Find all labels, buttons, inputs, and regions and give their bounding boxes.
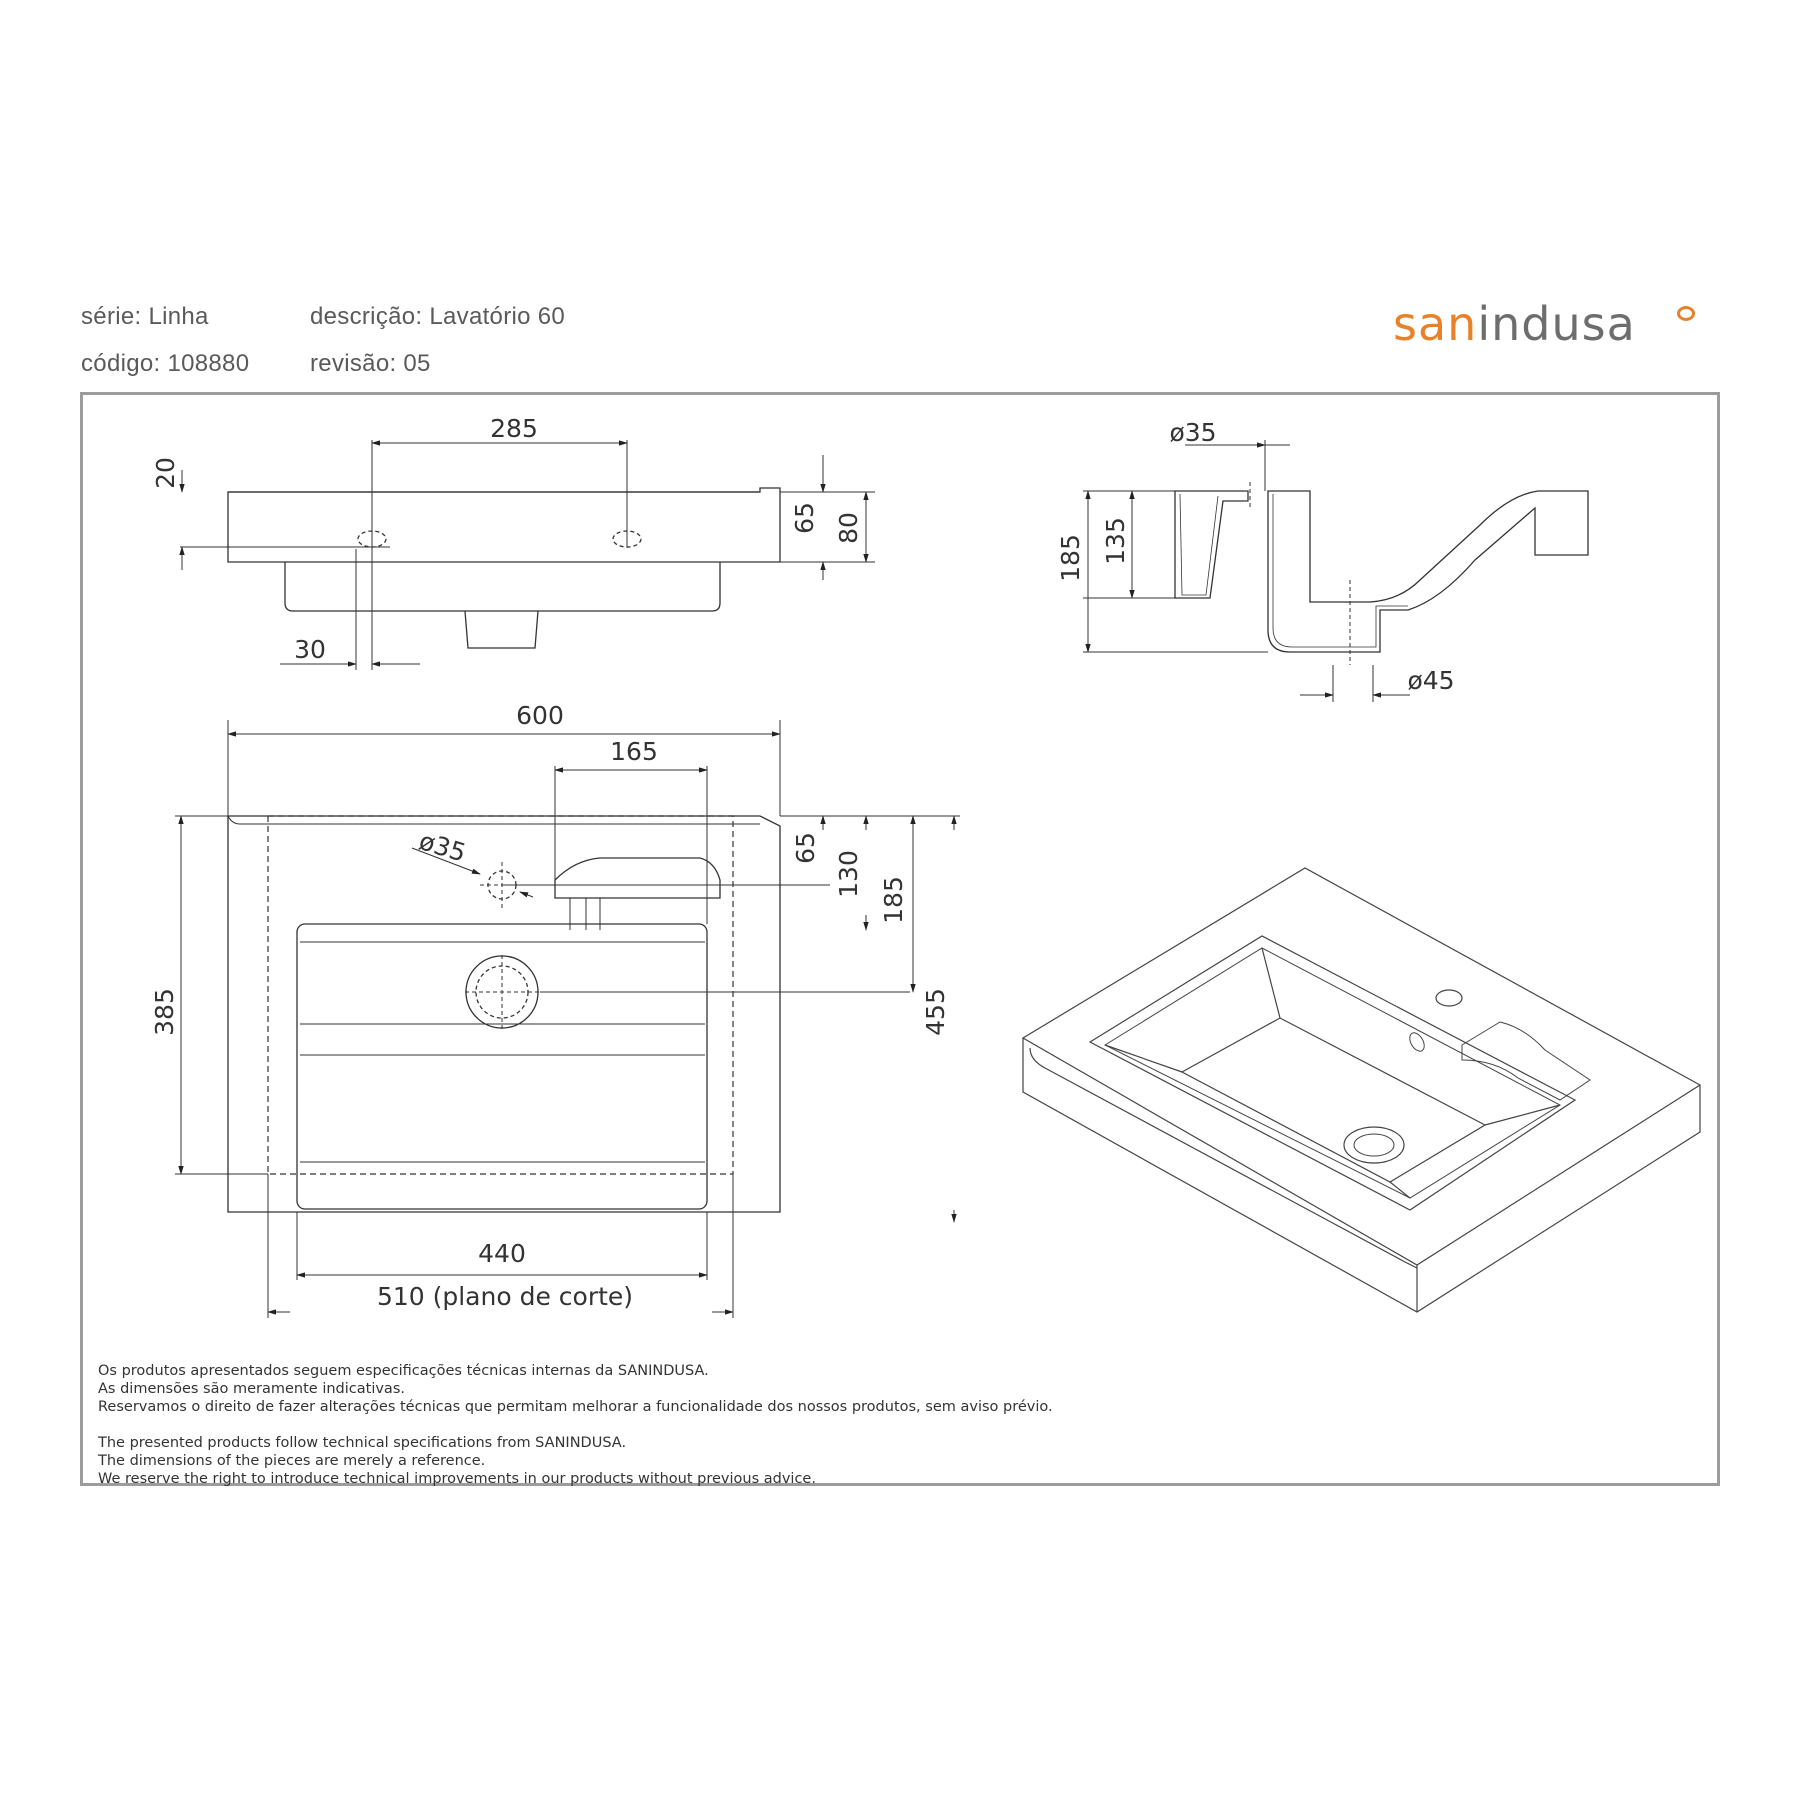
disclaimer-en-line: The presented products follow technical … [98, 1435, 627, 1451]
disclaimer-en-line: The dimensions of the pieces are merely … [98, 1453, 486, 1469]
serie-label: série: Linha [81, 303, 209, 330]
plan-view [175, 720, 960, 1318]
codigo-label: código: 108880 [81, 350, 250, 377]
plan-bowl-outline [296, 923, 708, 1210]
logo-part1: san [1393, 297, 1478, 351]
section-view [1083, 440, 1589, 702]
dim-600: 600 [516, 701, 564, 730]
dim-165: 165 [610, 737, 658, 766]
dim-385-plan: 385 [150, 988, 179, 1036]
front-elevation-view [179, 440, 875, 670]
basin-bowl-outline [284, 562, 721, 612]
section-bowl [1267, 490, 1589, 653]
iso-drain [1343, 1126, 1405, 1164]
dim-130-plan: 130 [834, 850, 863, 898]
iso-top-surface [1021, 867, 1702, 1266]
dim-phi35-plan: ø35 [416, 826, 470, 868]
drain-outline [464, 610, 539, 649]
sanindusa-logo: sanindusa [1393, 297, 1636, 351]
disclaimer-pt-line: Reservamos o direito de fazer alterações… [98, 1399, 1053, 1415]
section-left-wall [1174, 490, 1249, 599]
plan-outer-outline [227, 815, 781, 1213]
isometric-view [1021, 867, 1702, 1313]
iso-tap-hole [1435, 989, 1463, 1007]
dim-135-section: 135 [1101, 517, 1130, 565]
dim-185-plan: 185 [879, 876, 908, 924]
cut-plane-dashed [267, 815, 734, 1175]
iso-side-faces [1022, 1038, 1701, 1313]
iso-bowl-rim [1088, 935, 1577, 1211]
dim-455-plan: 455 [921, 988, 950, 1036]
basin-top-outline [227, 487, 781, 563]
disclaimer-en-line: We reserve the right to introduce techni… [98, 1471, 816, 1487]
dim-phi45-section: ø45 [1407, 666, 1454, 695]
disclaimer-en: The presented products follow technical … [98, 1434, 816, 1488]
descricao-label: descrição: Lavatório 60 [310, 303, 566, 330]
dim-65-top: 65 [790, 502, 819, 534]
logo-part2: indusa [1477, 297, 1636, 351]
dim-phi35-section: ø35 [1169, 418, 1216, 447]
revisao-label: revisão: 05 [310, 350, 431, 377]
dim-80: 80 [834, 512, 863, 544]
dim-510-plan: 510 (plano de corte) [377, 1282, 633, 1311]
tap-ledge [554, 857, 721, 899]
drawing-frame [80, 392, 1720, 1486]
dim-440-plan: 440 [478, 1239, 526, 1268]
disclaimer-pt-line: As dimensões são meramente indicativas. [98, 1381, 405, 1397]
dim-20: 20 [151, 457, 180, 489]
disclaimer-pt: Os produtos apresentados seguem especifi… [98, 1362, 1053, 1416]
dim-185-section: 185 [1056, 534, 1085, 582]
logo-mark-icon [1677, 306, 1695, 321]
dim-65-plan: 65 [791, 832, 820, 864]
dim-285: 285 [490, 414, 538, 443]
iso-bowl-floor [1180, 1017, 1487, 1183]
dim-30: 30 [294, 635, 326, 664]
disclaimer-pt-line: Os produtos apresentados seguem especifi… [98, 1363, 709, 1379]
